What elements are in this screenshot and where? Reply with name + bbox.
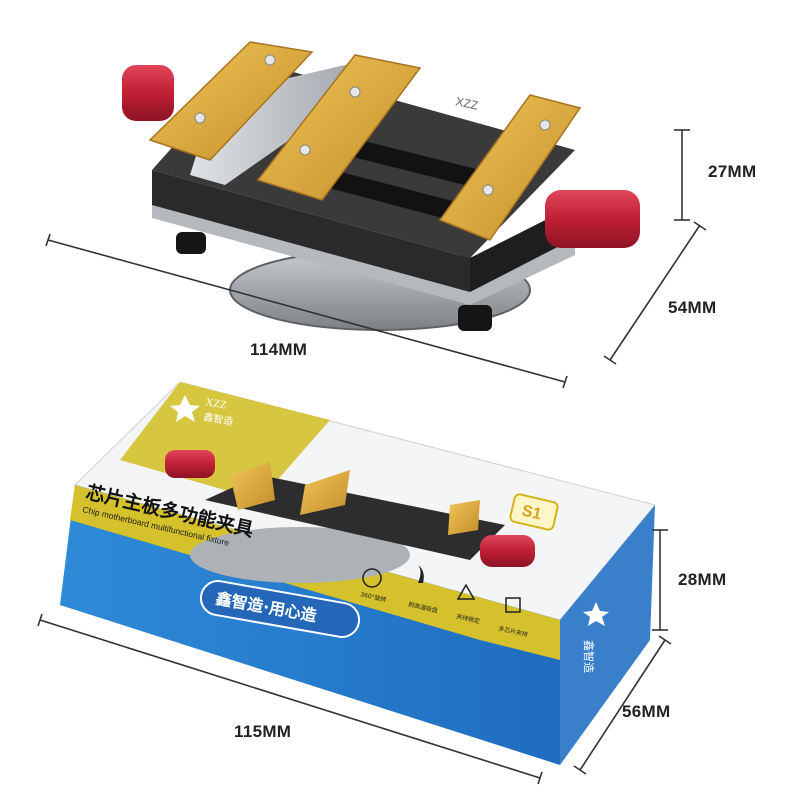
screw-head [299, 144, 311, 156]
fixture-foot [176, 232, 206, 254]
fixture-height-label: 27MM [708, 162, 757, 181]
screw-head [539, 119, 551, 131]
model-badge-text: S1 [520, 502, 543, 523]
box-fixture-knob-left [165, 450, 215, 478]
box-fixture-knob-right [480, 535, 535, 567]
slogan-pill [199, 580, 361, 638]
box-depth-label: 56MM [622, 702, 671, 721]
box-fixture-clamp [230, 462, 275, 510]
box-fixture-clamp [448, 500, 480, 535]
screw-head [194, 112, 206, 124]
fixture-body-front [152, 170, 470, 292]
box-dimension-lines [37, 529, 672, 785]
red-adjust-knob-right [545, 190, 640, 248]
product-box: XZZ 鑫智造 芯片主板多功能夹具 Chip motherboard multi… [60, 381, 656, 765]
fixture-width-label: 114MM [250, 340, 308, 359]
box-fixture-base [190, 527, 410, 583]
box-side-face [560, 505, 655, 765]
fixture-engraving: XZZ [454, 94, 479, 112]
box-fixture-body [205, 475, 505, 560]
box-width-label: 115MM [234, 722, 292, 741]
box-height-label: 28MM [678, 570, 727, 589]
screw-head [264, 54, 276, 66]
fixture-depth-label: 54MM [668, 298, 717, 317]
box-brand-mark: XZZ [204, 396, 227, 412]
fixture-foot [458, 305, 492, 331]
fixture-top: XZZ [122, 41, 640, 331]
fixture-dimension-lines [45, 129, 707, 389]
tri-clamp-icon [456, 583, 476, 600]
star-logo-icon [583, 602, 609, 626]
chip-icon [505, 597, 521, 613]
heat-resistant-icon [418, 565, 424, 583]
fixture-clamp-bar-right [438, 94, 582, 241]
box-fixture-clamp [300, 470, 350, 515]
screw-head [349, 86, 361, 98]
rotate-360-icon [362, 568, 382, 588]
box-side-text: 鑫智造 [582, 640, 596, 673]
red-adjust-knob-left [122, 65, 174, 121]
screw-head [482, 184, 494, 196]
model-badge [509, 493, 559, 531]
fixture-clamp-bar-left [148, 41, 314, 161]
fixture-clamp-bar-middle [256, 54, 422, 201]
star-logo-icon [170, 395, 200, 422]
